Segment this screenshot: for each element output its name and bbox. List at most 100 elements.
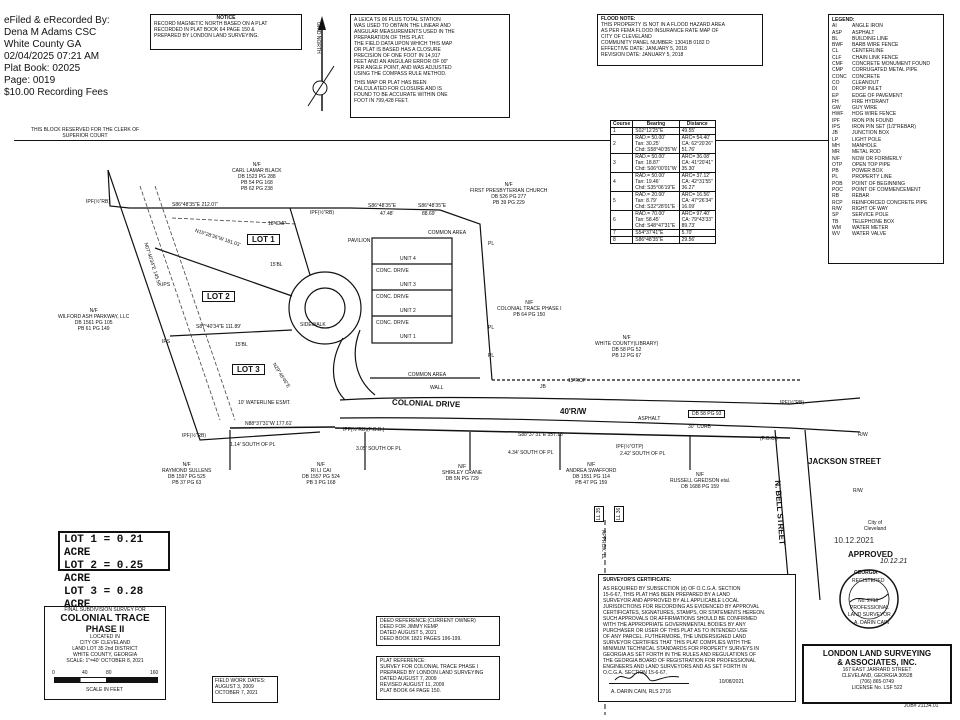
bearing-label: N88°37'31"W 177.61' [245, 421, 293, 427]
south-line-1 [229, 426, 336, 429]
conc-drive-label: CONC. DRIVE [376, 294, 409, 300]
ipf-label: IPF(½"RB) [780, 400, 804, 406]
jb-label: JB [540, 384, 546, 390]
legend-code: CMF [832, 61, 843, 68]
cul-de-sac-outer [288, 271, 362, 345]
flood-note-title: FLOOD NOTE: [601, 16, 636, 22]
survey-note-line: A LEICA TS 06 PLUS TOTAL STATION [354, 17, 441, 23]
bearing-label: 47.48' [380, 211, 394, 217]
field-dates-title: FIELD WORK DATES: [215, 678, 266, 684]
cert-line: SUCH APPROVALS OR AFFIRMATIONS SHOULD BE… [603, 616, 758, 622]
seal-text: REGISTERED [852, 578, 885, 584]
access-road-west [332, 337, 346, 401]
west-boundary [107, 169, 321, 441]
legend-desc: ASPHALT [852, 29, 875, 36]
distance-note: 3.05' SOUTH OF PL [356, 446, 402, 452]
legend-code: PL [832, 174, 839, 181]
signature-line [609, 683, 689, 684]
deed-reference-box: DEED REFERENCE:(CURRENT OWNER) DEED FOR … [376, 616, 500, 646]
legend-desc: CHAIN LINK FENCE [852, 54, 899, 61]
bearing-label: S86°48'35"E [368, 203, 397, 209]
bearing-label: 88.69' [422, 211, 436, 217]
common-area-label: COMMON AREA [428, 230, 467, 236]
jackson-street-label: JACKSON STREET [808, 457, 881, 466]
company-name-2: & ASSOCIATES, INC. [837, 658, 917, 667]
cert-line: JURISDICTIONS FOR RECORDING AS EVIDENCED… [603, 604, 760, 610]
legend-code: R/W [832, 205, 842, 212]
legend-desc: REINFORCED CONCRETE PIPE [852, 199, 928, 206]
efile-line: Plat Book: 02025 [4, 63, 81, 74]
notice-title: NOTICE [216, 15, 236, 21]
field-dates-box: FIELD WORK DATES: AUGUST 3, 2009 OCTOBER… [212, 676, 278, 703]
legend-code: HWF [832, 111, 844, 118]
north-boundary [107, 169, 441, 211]
survey-note-line: PREPARATION OF THIS PLAT. [354, 35, 425, 41]
legend-code: JB [832, 130, 838, 137]
legend-code: TB [832, 218, 839, 225]
survey-notes-box: A LEICA TS 06 PLUS TOTAL STATION WAS USE… [350, 14, 510, 118]
plat-ref-line: PREPARED BY LONDON LAND SURVEYING [380, 670, 484, 676]
poc-label: (P.O.C.) [760, 436, 778, 442]
waterline-easement-label: 10' WATERLINE ESMT. [238, 400, 291, 406]
cert-line: WITH THE APPROPRIATE GOVERNMENTAL BODIES… [603, 622, 746, 628]
cert-line: O.C.G.A. SECTION 15-6-67. [603, 670, 667, 676]
survey-note-line: PER ANGLE POINT, AND WAS ADJUSTED [354, 65, 452, 71]
survey-note-line: OR PLAT IS BASED HAS A CLOSURE [354, 47, 441, 53]
legend-code: CMP [832, 67, 844, 74]
legend-desc: OPEN TOP PIPE [852, 161, 891, 168]
plat-ref-line: PLAT REFERENCE: [380, 658, 426, 664]
lot2-3-line [169, 329, 293, 337]
legend-desc: LIGHT POLE [852, 136, 882, 143]
distance-note: 1.14' SOUTH OF PL [230, 442, 276, 448]
cert-line: SURVEYOR AND APPROVED BY ALL APPLICABLE … [603, 598, 739, 604]
legend-code: BL [832, 35, 839, 42]
distance-note: 2.42' SOUTH OF PL [620, 451, 666, 457]
scale-label: SCALE IN FEET [86, 687, 123, 693]
survey-note-line: FEET AND AN ANGULAR ERROR OF 00" [354, 59, 449, 65]
unit-label: UNIT 1 [400, 334, 416, 340]
plat-ref-line: SURVEY FOR COLONIAL TRACE PHASE I [380, 664, 479, 670]
legend-code: EP [832, 92, 839, 99]
legend-desc: CENTERLINE [852, 48, 884, 55]
plat-ref-line: DATED AUGUST 7, 2009 [380, 676, 437, 682]
sidewalk-label: SIDEWALK [300, 322, 326, 328]
company-line: (706) 865-0749 [859, 679, 895, 685]
course-cell: 8 [609, 236, 634, 244]
title-line: CITY OF CLEVELAND [79, 640, 131, 646]
plat-ref-line: PLAT BOOK 64 PAGE 150. [380, 688, 441, 694]
efile-line: 02/04/2025 07:21 AM [4, 51, 100, 62]
course-cell: 29.56' [678, 236, 716, 244]
notice-line: RECORD MAGNETIC NORTH BASED ON A PLAT [154, 21, 268, 27]
company-line: 167 EAST JARRARD STREET [842, 667, 912, 673]
legend-code: LP [832, 136, 839, 143]
ips-label: IPS [162, 339, 171, 345]
deed-line: DEED REFERENCE:(CURRENT OWNER) [380, 618, 476, 624]
flood-note-line: REVISION DATE: JANUARY 5, 2018 [601, 52, 684, 58]
course-cell: S86°48'35"E [632, 236, 680, 244]
company-line: LICENSE No. LSF 522 [851, 685, 903, 691]
surveyor-seal-icon [839, 569, 899, 629]
border-top-line [14, 140, 944, 141]
legend-desc: POINT OF BEGINNING [852, 180, 905, 187]
row-label: 40'R/W [560, 407, 587, 416]
